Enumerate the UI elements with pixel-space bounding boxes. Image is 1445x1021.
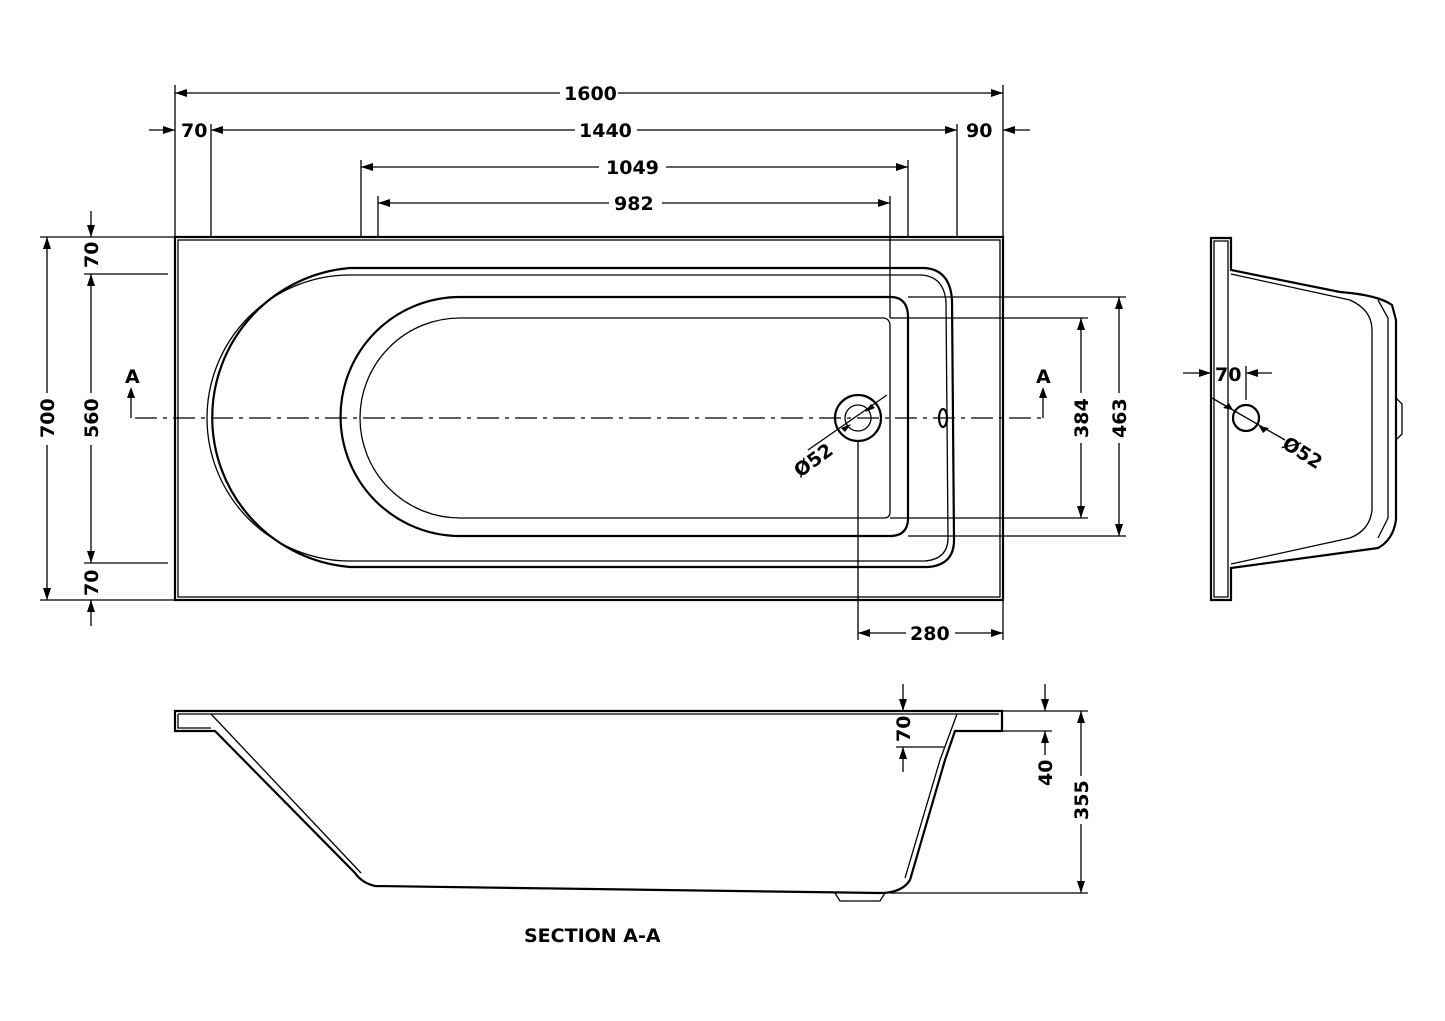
end-view: 70 Ø52 xyxy=(1183,236,1403,602)
overall-width-label: 700 xyxy=(37,398,59,438)
bowl-outline xyxy=(211,266,956,569)
base-inner-outline xyxy=(359,317,891,519)
end-waste-offset-label: 70 xyxy=(1215,364,1241,386)
inner-length-label: 1440 xyxy=(579,120,632,142)
right-rim-label: 90 xyxy=(966,120,992,142)
end-waste-diameter-label: Ø52 xyxy=(1278,433,1326,474)
end-view-outline xyxy=(1209,236,1398,602)
base-inner-width-label: 384 xyxy=(1071,398,1093,438)
section-view: 70 40 355 SECTION A-A xyxy=(173,684,1093,947)
bowl-outline-inner xyxy=(206,274,949,562)
top-rim-label: 70 xyxy=(81,242,103,268)
waste-inner-circle xyxy=(844,404,872,432)
section-marker-right: A xyxy=(1036,366,1051,388)
base-outer-length-label: 1049 xyxy=(606,157,659,179)
overflow-outline xyxy=(937,407,949,429)
left-rim-label: 70 xyxy=(181,120,207,142)
rim-thickness-label: 40 xyxy=(1035,760,1057,786)
waste-offset-label: 280 xyxy=(910,623,950,645)
section-marker-left: A xyxy=(125,366,140,388)
section-title: SECTION A-A xyxy=(524,925,661,947)
base-outer-width-label: 463 xyxy=(1109,398,1131,438)
overall-depth-label: 355 xyxy=(1071,780,1093,820)
overall-length-label: 1600 xyxy=(564,83,617,105)
base-outer-outline xyxy=(339,295,910,538)
end-view-waste-circle xyxy=(1231,403,1261,433)
inner-width-label: 560 xyxy=(81,398,103,438)
plan-view: A A Ø52 1600 70 1440 90 xyxy=(37,83,1131,645)
base-inner-length-label: 982 xyxy=(614,193,654,215)
bottom-rim-label: 70 xyxy=(81,570,103,596)
rim-drop-label: 70 xyxy=(893,716,915,742)
section-outline xyxy=(173,709,1004,895)
